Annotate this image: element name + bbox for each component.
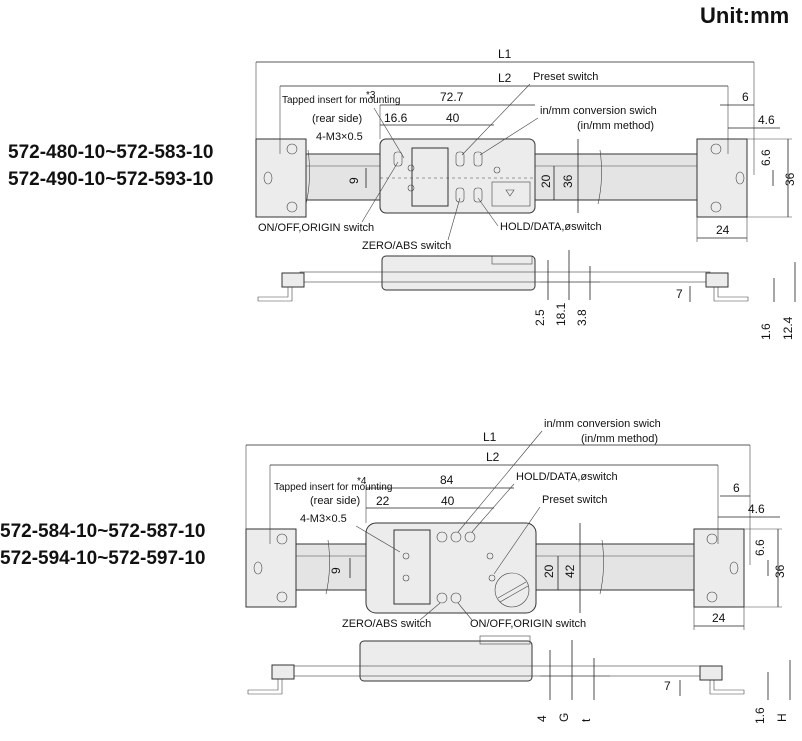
bottom-label-preset: Preset switch <box>542 494 607 506</box>
top-dim-20: 20 <box>539 174 553 188</box>
unit-label: Unit:mm <box>700 3 789 28</box>
top-dim-16-6: 16.6 <box>384 111 408 125</box>
top-dim-6: 6 <box>742 90 749 104</box>
bottom-label-tapped: Tapped insert for mounting <box>274 482 392 493</box>
top-left-end-block <box>255 138 307 218</box>
bottom-dim-L1: L1 <box>483 430 497 444</box>
bottom-preset-button[interactable] <box>488 574 496 582</box>
bottom-zero-button[interactable] <box>436 592 448 604</box>
bottom-label-hold: HOLD/DATA,øswitch <box>516 471 618 483</box>
top-label-inmm: in/mm conversion swich <box>540 105 657 117</box>
bottom-dim-6: 6 <box>733 481 740 495</box>
top-model-2: 572-490-10~572-593-10 <box>8 169 213 190</box>
top-dim-1-6: 1.6 <box>759 323 773 340</box>
bottom-zero-circle <box>436 531 448 543</box>
top-label-hold: HOLD/DATA,øswitch <box>500 221 602 233</box>
bottom-label-inmm: in/mm conversion swich <box>544 418 661 430</box>
bottom-label-onoff: ON/OFF,ORIGIN switch <box>470 618 586 630</box>
bottom-dim-6-6: 6.6 <box>753 539 767 556</box>
top-dim-12-4: 12.4 <box>781 316 795 340</box>
bottom-callouts: in/mm conversion swich (in/mm method) Ta… <box>274 418 661 630</box>
top-dim-7: 7 <box>676 287 683 301</box>
bottom-dim-24: 24 <box>712 611 726 625</box>
bottom-dim-L2: L2 <box>486 450 500 464</box>
top-label-preset: Preset switch <box>533 71 598 83</box>
top-dim-L1: L1 <box>498 47 512 61</box>
top-callouts: Tapped insert for mounting *3 (rear side… <box>258 71 657 252</box>
top-side-view: 2.5 18.1 3.8 7 1.6 12.4 <box>257 250 796 340</box>
top-dim-6-6: 6.6 <box>759 149 773 166</box>
bottom-dim-20: 20 <box>542 564 556 578</box>
top-dim-2-5: 2.5 <box>533 309 547 326</box>
top-dim-L2: L2 <box>498 71 512 85</box>
top-label-onoff: ON/OFF,ORIGIN switch <box>258 222 374 234</box>
bottom-inmm-button[interactable] <box>450 531 462 543</box>
bottom-dim-t: t <box>579 718 593 722</box>
top-dimensions: L1 L2 72.7 16.6 40 6 4.6 6.6 36 24 9 20 … <box>255 47 797 242</box>
top-zero-button[interactable] <box>455 187 465 203</box>
top-dim-36-right: 36 <box>783 172 797 186</box>
top-label-zero: ZERO/ABS switch <box>362 240 451 252</box>
bottom-dimensions: L1 L2 84 22 40 6 4.6 6.6 36 24 9 20 42 <box>245 430 787 630</box>
bottom-model-1: 572-584-10~572-587-10 <box>0 521 205 542</box>
top-label-tapped-note: *3 <box>366 90 376 101</box>
bottom-onoff-button[interactable] <box>450 592 462 604</box>
bottom-dim-36-right: 36 <box>773 564 787 578</box>
top-lcd-window <box>411 147 449 207</box>
top-dim-72-7: 72.7 <box>440 90 464 104</box>
top-preset-button[interactable] <box>455 151 465 167</box>
bottom-dim-1-6: 1.6 <box>753 707 767 724</box>
bottom-dim-H: H <box>775 713 789 722</box>
top-hold-button[interactable] <box>473 187 483 203</box>
top-label-inmm-method: (in/mm method) <box>577 120 654 132</box>
bottom-label-tapped-note: *4 <box>357 476 367 487</box>
top-label-rear-side: (rear side) <box>312 113 362 125</box>
top-dim-24: 24 <box>716 223 730 237</box>
bottom-right-end-block <box>693 528 745 608</box>
bottom-label-zero: ZERO/ABS switch <box>342 618 431 630</box>
bottom-dim-42: 42 <box>563 564 577 578</box>
top-label-tapped: Tapped insert for mounting <box>282 95 400 106</box>
top-dim-18-1: 18.1 <box>554 302 568 326</box>
top-dim-36-body: 36 <box>561 174 575 188</box>
bottom-dim-4: 4 <box>535 715 549 722</box>
bottom-dim-G: G <box>557 713 571 722</box>
bottom-model-2: 572-594-10~572-597-10 <box>0 548 205 569</box>
bottom-dim-4-6: 4.6 <box>748 502 765 516</box>
bottom-dim-22: 22 <box>376 494 390 508</box>
bottom-dim-7: 7 <box>664 679 671 693</box>
top-dim-40: 40 <box>446 111 460 125</box>
top-model-1: 572-480-10~572-583-10 <box>8 142 213 163</box>
bottom-left-end-block <box>245 528 297 608</box>
bottom-dim-84: 84 <box>440 473 454 487</box>
top-label-thread: 4-M3×0.5 <box>316 131 363 143</box>
bottom-side-view: 4 G t 7 1.6 H <box>247 635 791 724</box>
bottom-front-view <box>245 522 745 614</box>
bottom-hold-button[interactable] <box>464 531 476 543</box>
bottom-dim-40: 40 <box>441 494 455 508</box>
bottom-label-rear-side: (rear side) <box>310 495 360 507</box>
top-right-end-block <box>696 138 748 218</box>
bottom-dim-9: 9 <box>329 567 343 574</box>
top-dim-4-6: 4.6 <box>758 113 775 127</box>
top-front-view <box>255 138 748 218</box>
bottom-label-inmm-method: (in/mm method) <box>581 433 658 445</box>
bottom-label-thread: 4-M3×0.5 <box>300 513 347 525</box>
top-dim-3-8: 3.8 <box>575 309 589 326</box>
bottom-lcd-window <box>393 529 431 605</box>
top-inmm-button[interactable] <box>473 151 483 167</box>
top-dim-9: 9 <box>347 177 361 184</box>
